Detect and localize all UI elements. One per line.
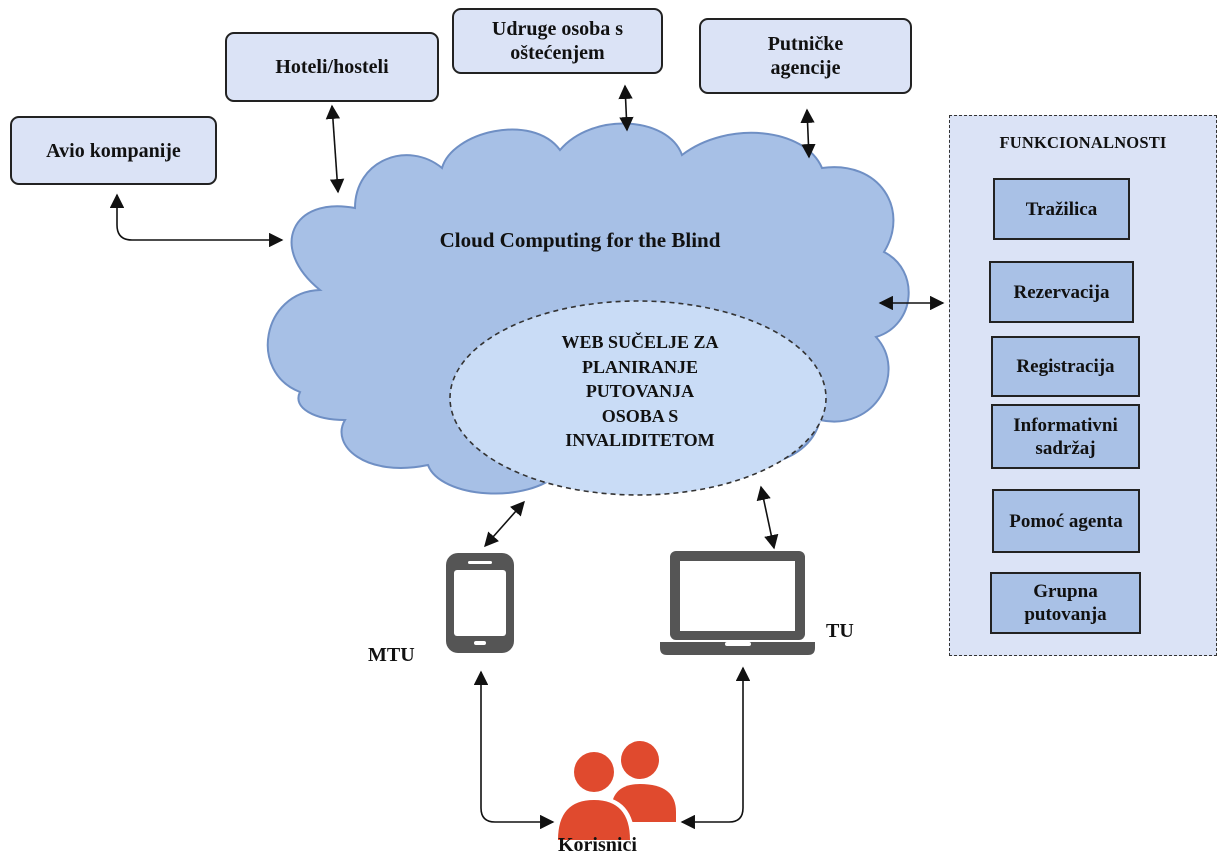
func-label: Rezervacija — [1013, 281, 1110, 303]
box-avio-kompanije: Avio kompanije — [10, 116, 217, 185]
web-text-line: WEB SUČELJE ZA — [561, 332, 719, 352]
arrow-cloud-laptop — [756, 485, 779, 550]
func-trazilica: Tražilica — [993, 178, 1130, 240]
users-label: Korisnici — [558, 834, 637, 856]
laptop-icon — [660, 551, 815, 655]
func-label: Informativni — [1013, 414, 1118, 436]
web-interface-ellipse — [449, 300, 827, 496]
func-label: putovanja — [1024, 604, 1107, 625]
web-text-line: PUTOVANJA — [585, 381, 695, 401]
func-label: Grupna — [1033, 581, 1098, 602]
func-label: Registracija — [1016, 356, 1115, 377]
web-text-line: INVALIDITETOM — [565, 430, 715, 450]
box-agencije-line2: agencije — [770, 57, 841, 79]
box-putnicke-agencije: Putničke agencije — [699, 18, 912, 94]
web-interface-text: WEB SUČELJE ZA PLANIRANJE PUTOVANJA OSOB… — [470, 330, 810, 453]
box-udruge-line2: oštećenjem — [510, 42, 605, 64]
func-registracija: Registracija — [991, 336, 1140, 397]
mobile-phone-icon — [446, 553, 514, 653]
users-icon — [553, 741, 676, 842]
arrow-avio-cloud — [109, 193, 284, 248]
arrow-cloud-mobile — [484, 500, 525, 548]
box-hoteli-hosteli: Hoteli/hosteli — [225, 32, 439, 102]
cloud-title: Cloud Computing for the Blind — [439, 228, 721, 252]
func-informativni-sadrzaj: Informativni sadržaj — [991, 404, 1140, 469]
box-agencije-line1: Putničke — [767, 33, 844, 55]
web-text-line: OSOBA S — [601, 405, 679, 426]
func-pomoc-agenta: Pomoć agenta — [992, 489, 1140, 553]
arrow-laptop-users — [680, 666, 751, 830]
web-text-line: PLANIRANJE — [581, 356, 698, 377]
laptop-label: TU — [826, 620, 854, 642]
arrow-hoteli-cloud — [325, 104, 345, 194]
func-label: sadržaj — [1035, 437, 1096, 459]
box-udruge: Udruge osoba s oštećenjem — [452, 8, 663, 74]
func-label: Tražilica — [1025, 198, 1098, 220]
box-hoteli-label: Hoteli/hosteli — [275, 56, 389, 78]
arrow-mobile-users — [473, 670, 555, 830]
arrow-agencije-cloud — [800, 108, 816, 159]
func-label: Pomoć agenta — [1009, 510, 1123, 532]
mobile-label: MTU — [368, 644, 415, 666]
box-avio-label: Avio kompanije — [46, 139, 181, 162]
box-udruge-line1: Udruge osoba s — [491, 18, 624, 40]
func-rezervacija: Rezervacija — [989, 261, 1134, 323]
functions-title: FUNKCIONALNOSTI — [999, 133, 1167, 152]
arrow-udruge-cloud — [618, 84, 634, 132]
func-grupna-putovanja: Grupna putovanja — [990, 572, 1141, 634]
